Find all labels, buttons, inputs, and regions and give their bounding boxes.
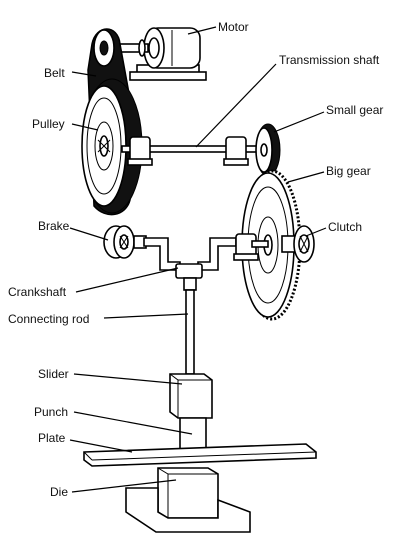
label-brake: Brake xyxy=(38,219,70,233)
die xyxy=(125,467,251,533)
label-small-gear: Small gear xyxy=(326,103,383,117)
label-clutch: Clutch xyxy=(328,220,362,234)
label-pulley: Pulley xyxy=(32,117,65,131)
brake xyxy=(103,225,147,259)
label-slider: Slider xyxy=(38,367,69,381)
label-transmission-shaft: Transmission shaft xyxy=(279,53,380,67)
leader-belt xyxy=(71,71,97,77)
leader-plate xyxy=(69,439,133,453)
connecting-rod xyxy=(183,277,197,375)
slider xyxy=(169,373,213,419)
plate xyxy=(83,443,317,467)
crankshaft xyxy=(143,233,269,279)
leader-pulley xyxy=(71,123,99,131)
pulley xyxy=(81,29,143,214)
label-punch: Punch xyxy=(34,405,68,419)
label-connecting-rod: Connecting rod xyxy=(8,312,89,326)
clutch xyxy=(281,225,315,263)
motor xyxy=(117,27,207,81)
label-crankshaft: Crankshaft xyxy=(8,285,67,299)
leader-clutch xyxy=(305,227,327,237)
leader-connecting-rod xyxy=(103,313,189,319)
leader-punch xyxy=(73,411,193,435)
label-plate: Plate xyxy=(38,431,66,445)
label-belt: Belt xyxy=(44,66,65,80)
leader-motor xyxy=(187,26,217,35)
leader-small-gear xyxy=(273,111,325,133)
label-motor: Motor xyxy=(218,20,249,34)
leader-crankshaft xyxy=(75,267,179,293)
leader-brake xyxy=(69,227,109,241)
small-gear xyxy=(255,123,281,177)
leader-die xyxy=(71,479,177,493)
transmission-shaft xyxy=(121,136,273,166)
label-big-gear: Big gear xyxy=(326,164,371,178)
label-die: Die xyxy=(50,485,68,499)
leader-lines xyxy=(69,26,327,493)
leader-slider xyxy=(73,373,183,385)
labels: Motor Belt Transmission shaft Pulley Sma… xyxy=(8,20,383,499)
leader-transmission-shaft xyxy=(195,63,277,148)
leader-big-gear xyxy=(287,171,325,183)
